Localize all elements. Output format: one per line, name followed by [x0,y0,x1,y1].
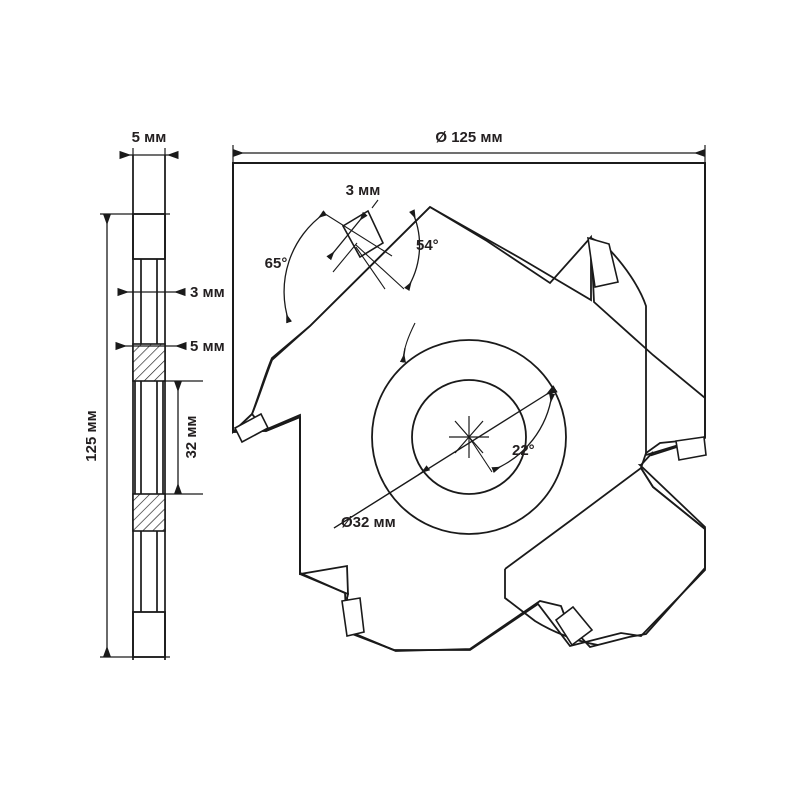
hub-section-top [132,343,166,382]
gullet-upper-left [232,206,431,433]
bottom-tooth-block [132,611,166,658]
label-thickness-hub: 5 мм [190,338,225,355]
angle65-arc [283,210,328,324]
tooth-tips [233,209,707,647]
blade-gullets [232,206,706,652]
label-tooth-width: 3 мм [346,182,381,199]
dim-bore-extension [333,474,419,529]
label-thickness-top: 5 мм [132,129,167,146]
tooth-tip-6 [233,412,270,444]
hub-leader-arrow [399,347,406,363]
hub-outer-circle [371,339,567,535]
tooth-tip-4 [554,605,594,647]
angle22-leg [468,436,493,473]
gullet-lower-right [504,466,706,570]
hub-leader-line [402,322,416,361]
angle54-arc [404,209,421,292]
side-section-view: 5 мм 3 мм 5 мм 125 мм 32 мм [83,129,225,660]
label-bore-diameter: Ø32 мм [341,514,396,531]
blade-face-view: Ø 125 мм Ø32 мм 22° 65° 54° 3 мм [232,129,707,652]
label-bore-height: 32 мм [183,415,200,458]
ext-tooth-thickness [371,199,379,209]
label-side-height: 125 мм [83,410,100,461]
dim-bore-arrow-near [417,465,431,476]
label-face-angle: 54° [416,237,439,254]
blade-silhouette [232,162,706,651]
tooth-tip-2 [587,236,619,288]
tooth-tip-3 [675,436,707,461]
hub-section-bottom [132,493,166,532]
gullet-bottom-left [299,417,349,595]
rake-line-3 [332,242,358,273]
dim-line-tooth-thickness [326,211,368,261]
gullet-lower-right2 [504,569,599,646]
blade-body-outline [232,162,706,435]
label-hook-angle: 65° [265,255,288,272]
label-outer-diameter: Ø 125 мм [435,129,502,146]
angle22-arc [491,393,556,474]
gullet-top [429,206,592,302]
label-thickness-body: 3 мм [190,284,225,301]
label-relief-angle: 22° [512,442,535,459]
blade-outline-precise [232,162,706,652]
tooth-tip-5 [341,597,365,637]
top-tooth-block [132,213,166,260]
